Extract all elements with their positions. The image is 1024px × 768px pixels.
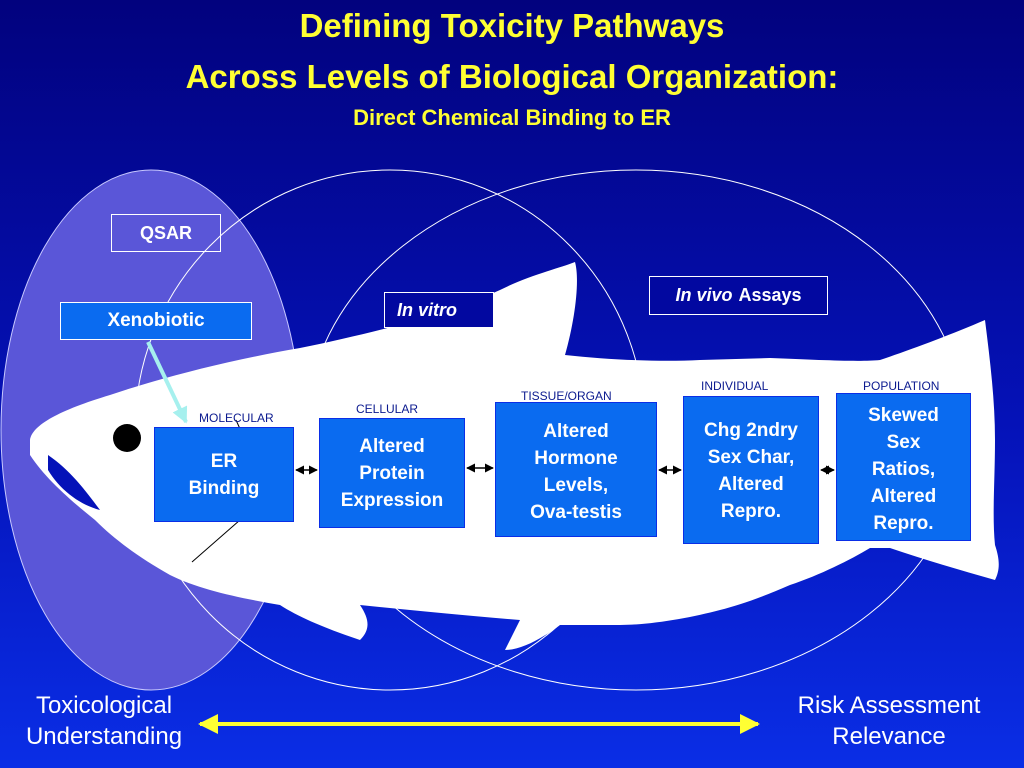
- level-individual: INDIVIDUAL: [701, 379, 769, 393]
- in-vivo-label: In vivo Assays: [649, 276, 828, 315]
- level-tissue-organ: TISSUE/ORGAN: [521, 389, 612, 403]
- level-cellular: CELLULAR: [356, 402, 419, 416]
- qsar-label: QSAR: [111, 214, 221, 252]
- level-population: POPULATION: [863, 379, 940, 393]
- title-line-1: Defining Toxicity Pathways: [299, 7, 725, 44]
- risk-assessment-relevance: Risk Assessment Relevance: [797, 692, 981, 750]
- subtitle: Direct Chemical Binding to ER: [353, 105, 671, 130]
- in-vivo-rest: Assays: [738, 285, 802, 305]
- title-line-2: Across Levels of Biological Organization…: [185, 58, 839, 95]
- fish-eye: [113, 424, 141, 452]
- xenobiotic-box: Xenobiotic: [60, 302, 252, 340]
- stage-protein-expression: Altered Protein Expression: [319, 418, 465, 528]
- stage-hormone-levels: Altered Hormone Levels, Ova-testis: [495, 402, 657, 537]
- in-vitro-label: In vitro: [384, 292, 494, 328]
- stage-sex-char: Chg 2ndry Sex Char, Altered Repro.: [683, 396, 819, 544]
- toxicological-understanding: Toxicological Understanding: [25, 692, 183, 750]
- stage-sex-ratios: Skewed Sex Ratios, Altered Repro.: [836, 393, 971, 541]
- level-molecular: MOLECULAR: [199, 411, 274, 425]
- in-vivo-italic: In vivo: [675, 285, 733, 305]
- xenobiotic-arrow: [146, 341, 188, 424]
- stage-er-binding: ER Binding: [154, 427, 294, 522]
